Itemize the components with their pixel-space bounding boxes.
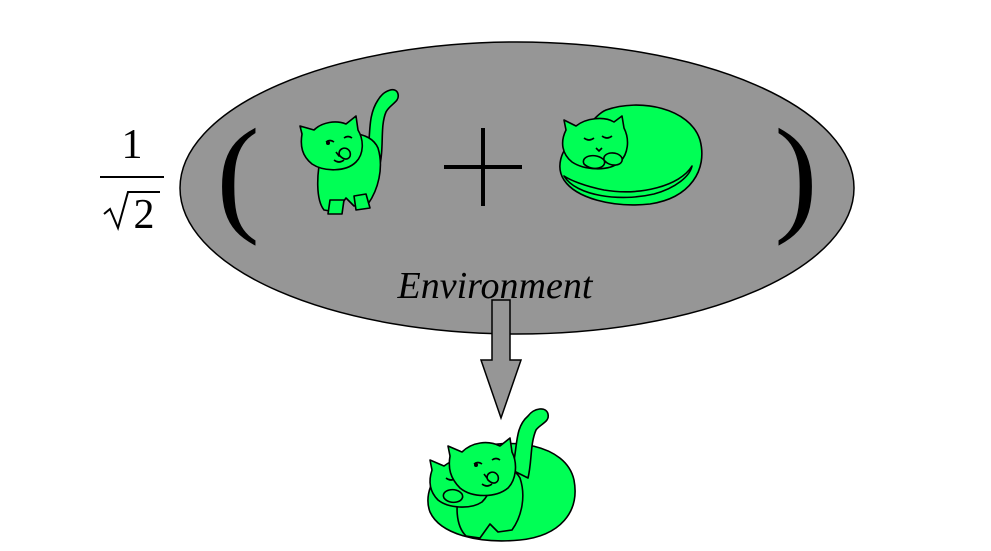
right-parenthesis: ) <box>774 103 817 247</box>
plus-sign <box>444 128 522 206</box>
down-arrow-icon <box>479 299 523 421</box>
standing-cat-icon <box>299 88 400 215</box>
superposed-cat-icon <box>427 408 576 542</box>
fraction-radicand: 2 <box>134 192 155 238</box>
fraction-numerator: 1 <box>122 122 143 168</box>
left-parenthesis: ( <box>216 103 259 247</box>
sqrt-symbol-icon <box>103 191 160 232</box>
sleeping-cat-icon <box>559 104 703 206</box>
environment-ellipse <box>179 41 855 335</box>
normalization-factor: 1 2 <box>100 122 164 238</box>
